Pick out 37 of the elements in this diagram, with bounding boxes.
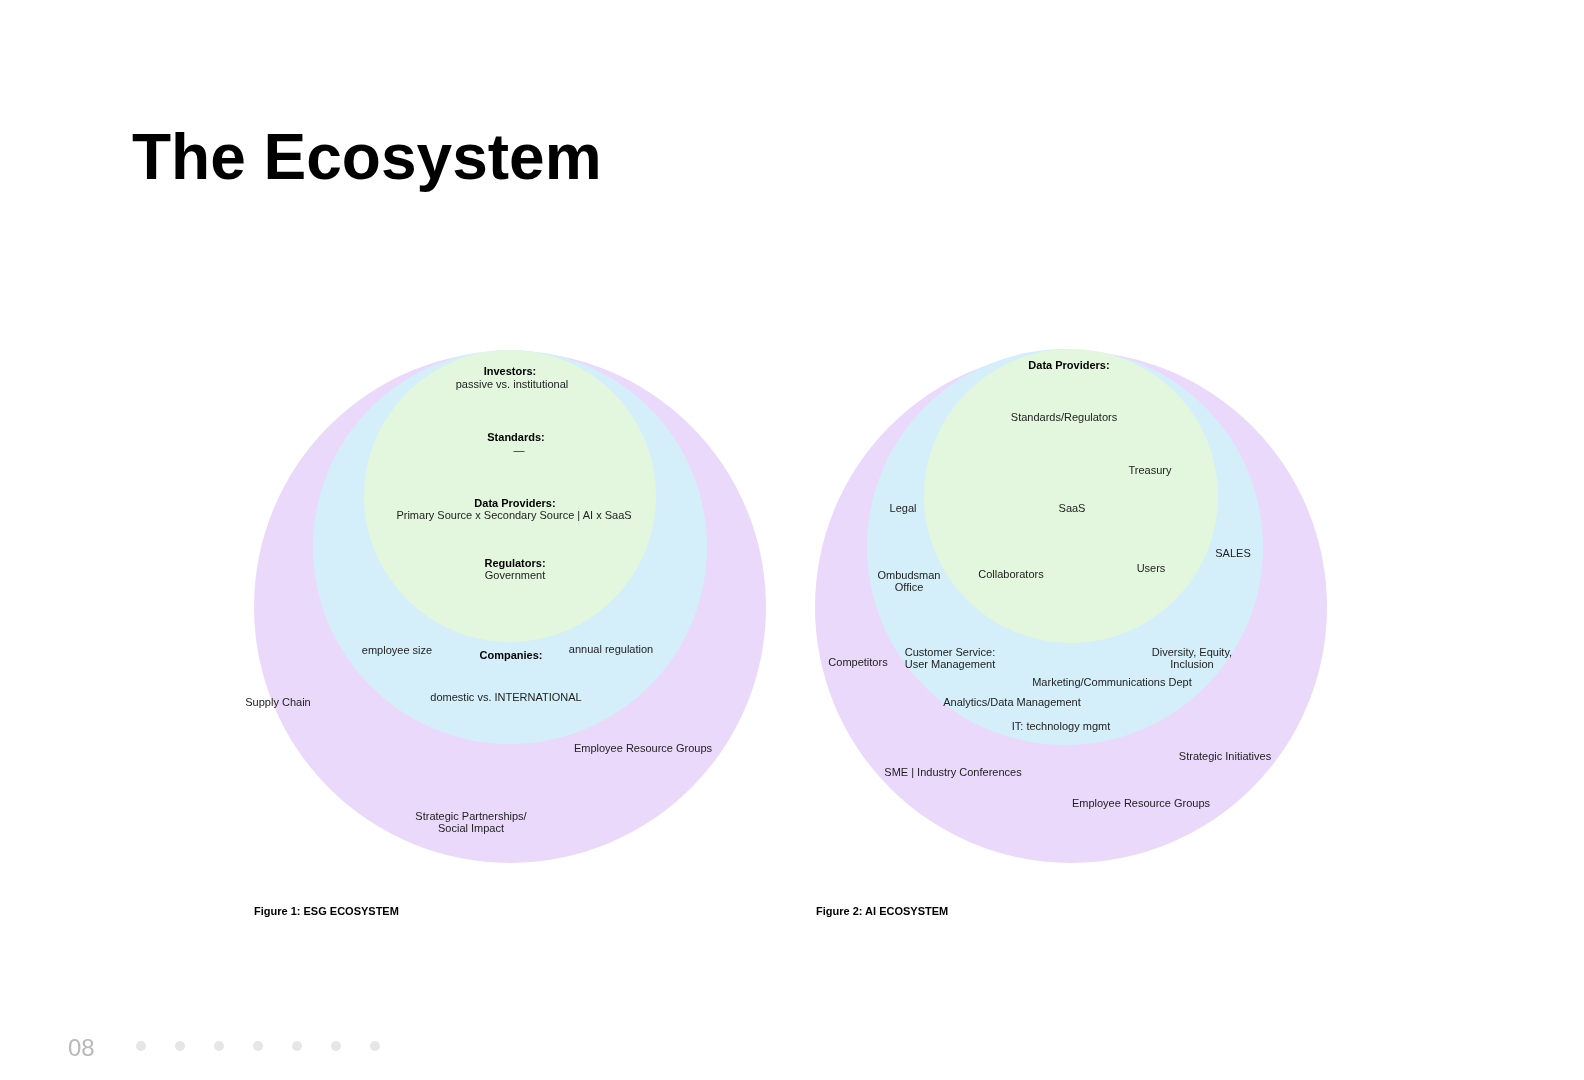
- circle-label: Legal: [889, 502, 917, 514]
- heading-label: Standards:: [487, 431, 545, 443]
- heading-label: Companies:: [479, 649, 543, 661]
- heading-label: Data Providers:: [474, 497, 556, 509]
- circle-label: Customer Service: User Management: [903, 646, 997, 670]
- circle-label: Treasury: [1128, 464, 1172, 476]
- circle-label: Analytics/Data Management: [943, 696, 1081, 708]
- circle-label: IT: technology mgmt: [1011, 720, 1111, 732]
- circle-label: Employee Resource Groups: [1071, 797, 1211, 809]
- circle-label: Users: [1136, 562, 1166, 574]
- heading-label: Regulators:: [484, 557, 546, 569]
- circle-label: Diversity, Equity, Inclusion: [1150, 646, 1234, 670]
- circle-label: Competitors: [828, 656, 888, 668]
- heading-label: Data Providers:: [1028, 359, 1110, 371]
- circle-label: Strategic Initiatives: [1178, 750, 1272, 762]
- circle-label: employee size: [361, 644, 433, 656]
- circle-label: domestic vs. INTERNATIONAL: [430, 691, 582, 703]
- page-title: The Ecosystem: [132, 120, 602, 194]
- circle-label: annual regulation: [568, 643, 654, 655]
- figure-caption: Figure 1: ESG ECOSYSTEM: [254, 905, 399, 917]
- circle-label: Ombudsman Office: [876, 569, 942, 593]
- circle-label: SME | Industry Conferences: [884, 766, 1022, 778]
- circle-label: SaaS: [1058, 502, 1086, 514]
- circle-label: SALES: [1215, 547, 1251, 559]
- circle-label: Marketing/Communications Dept: [1032, 676, 1192, 688]
- heading-label: Investors:: [483, 365, 537, 377]
- circle-label: —: [513, 444, 525, 456]
- circle-label: Strategic Partnerships/ Social Impact: [414, 810, 528, 834]
- figure-caption: Figure 2: AI ECOSYSTEM: [816, 905, 949, 917]
- circle-label: Collaborators: [978, 568, 1044, 580]
- circle-label: Standards/Regulators: [1010, 411, 1118, 423]
- circle-label: passive vs. institutional: [455, 378, 569, 390]
- page-number: 08: [68, 1034, 95, 1062]
- circle-label: Primary Source x Secondary Source | AI x SaaS: [396, 509, 632, 521]
- circle-label: Employee Resource Groups: [573, 742, 713, 754]
- circle-label: Supply Chain: [245, 696, 311, 708]
- circle-label: Government: [484, 569, 546, 581]
